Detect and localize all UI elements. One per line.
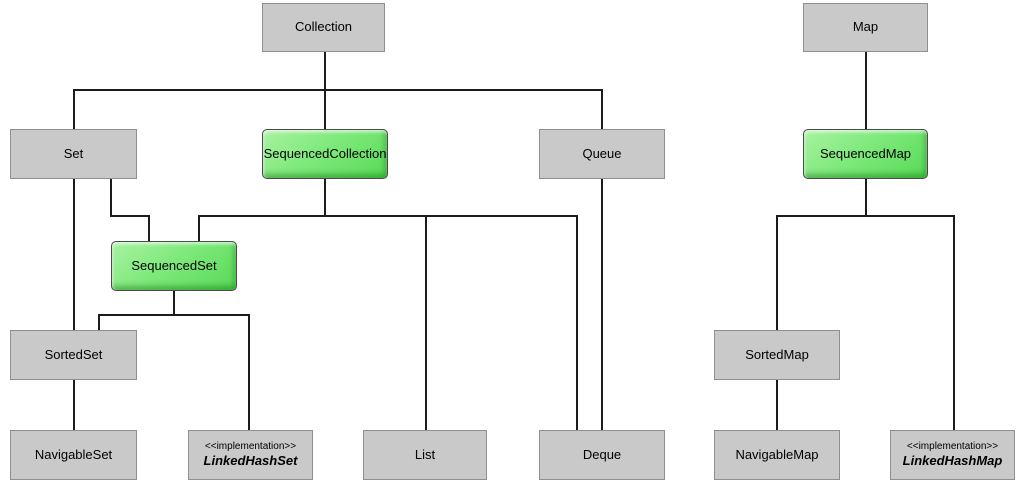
connector-line bbox=[324, 178, 326, 217]
node-sequenced-map: SequencedMap bbox=[803, 129, 928, 179]
node-label: Map bbox=[852, 19, 879, 35]
node-sequenced-collection: SequencedCollection bbox=[262, 129, 388, 179]
node-label: NavigableMap bbox=[735, 446, 819, 462]
connector-line bbox=[173, 290, 175, 316]
node-set: Set bbox=[10, 129, 137, 179]
node-navigable-set: NavigableSet bbox=[10, 430, 137, 480]
node-sorted-set: SortedSet bbox=[10, 330, 137, 380]
node-label: NavigableSet bbox=[34, 446, 113, 462]
node-stereotype: <<implementation>> bbox=[204, 440, 297, 452]
node-list: List bbox=[363, 430, 487, 480]
connector-line bbox=[425, 215, 427, 431]
connector-line bbox=[601, 89, 603, 130]
connector-line bbox=[73, 89, 603, 91]
connector-line bbox=[248, 314, 250, 431]
node-label: SequencedCollection bbox=[263, 145, 387, 161]
connector-line bbox=[776, 215, 955, 217]
node-queue: Queue bbox=[539, 129, 665, 179]
node-sorted-map: SortedMap bbox=[714, 330, 840, 380]
node-map: Map bbox=[803, 3, 928, 52]
node-sequenced-set: SequencedSet bbox=[111, 241, 237, 291]
node-deque: Deque bbox=[539, 430, 665, 480]
node-linked-hash-map: <<implementation>>LinkedHashMap bbox=[890, 430, 1015, 480]
node-label: SequencedMap bbox=[819, 145, 912, 161]
node-stereotype: <<implementation>> bbox=[906, 440, 999, 452]
connector-line bbox=[73, 178, 75, 331]
connector-line bbox=[198, 215, 200, 242]
connector-line bbox=[865, 51, 867, 130]
node-label: List bbox=[414, 446, 436, 462]
node-navigable-map: NavigableMap bbox=[714, 430, 840, 480]
connector-line bbox=[73, 89, 75, 130]
connector-line bbox=[73, 379, 75, 431]
node-label: Queue bbox=[582, 145, 622, 161]
connector-line bbox=[776, 215, 778, 331]
node-label: LinkedHashSet bbox=[203, 453, 298, 469]
connector-line bbox=[98, 314, 100, 331]
connector-line bbox=[198, 215, 578, 217]
connector-line bbox=[601, 178, 603, 431]
node-collection: Collection bbox=[262, 3, 385, 52]
connector-line bbox=[110, 215, 150, 217]
node-label: Collection bbox=[294, 19, 353, 35]
node-label: SequencedSet bbox=[131, 257, 217, 273]
node-label: SortedMap bbox=[745, 346, 809, 362]
connector-line bbox=[865, 178, 867, 217]
connector-line bbox=[98, 314, 250, 316]
node-linked-hash-set: <<implementation>>LinkedHashSet bbox=[188, 430, 313, 480]
connector-line bbox=[953, 215, 955, 431]
connector-line bbox=[148, 215, 150, 242]
node-label: Set bbox=[63, 145, 84, 161]
node-label: Deque bbox=[582, 446, 622, 462]
node-label: LinkedHashMap bbox=[902, 453, 1003, 469]
node-label: SortedSet bbox=[44, 346, 103, 362]
connector-line bbox=[110, 178, 112, 217]
connector-line bbox=[576, 215, 578, 431]
connector-line bbox=[776, 379, 778, 431]
